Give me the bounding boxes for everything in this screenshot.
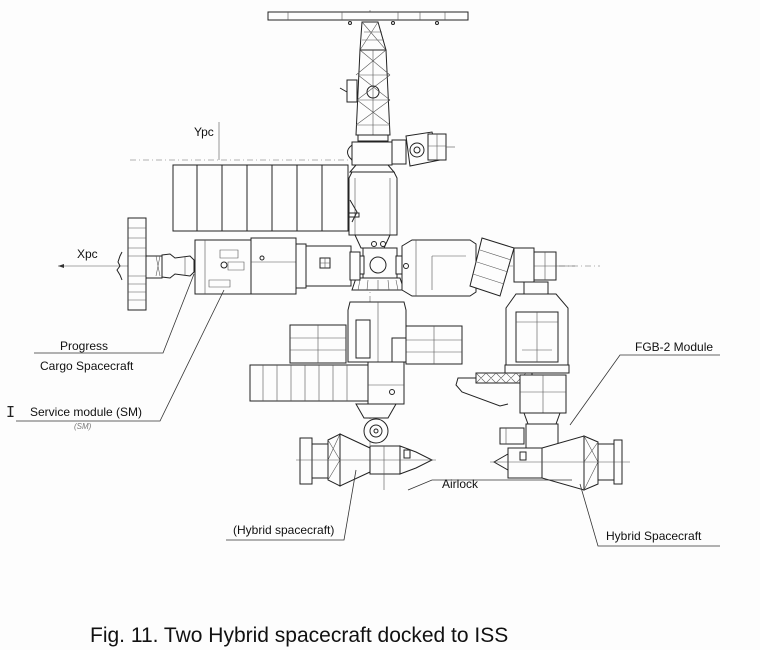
label-airlock: Airlock <box>442 477 479 491</box>
label-hybrid-spacecraft-right: Hybrid Spacecraft <box>606 529 702 543</box>
connecting-module <box>305 245 361 287</box>
soyuz-right <box>513 247 575 283</box>
hybrid-spacecraft-right <box>490 435 630 491</box>
fgb2-module <box>504 281 570 374</box>
top-solar-array <box>267 11 469 25</box>
text-cursor-icon: I <box>6 403 15 421</box>
upper-left-solar-array <box>172 164 349 232</box>
soyuz-upper-right <box>391 131 455 167</box>
lower-right-truss <box>455 372 567 449</box>
upper-vertical-module <box>348 171 398 249</box>
hybrid-spacecraft-left <box>296 433 436 490</box>
truss-tower <box>339 21 391 142</box>
x-axis-label: Xpc <box>77 247 98 261</box>
label-progress: Progress <box>60 339 108 353</box>
label-service-module-sub: (SM) <box>74 422 92 431</box>
x-axis <box>58 264 130 268</box>
label-fgb2-module: FGB-2 Module <box>635 340 713 354</box>
central-node <box>351 247 405 291</box>
tilted-solar-panel <box>469 237 515 297</box>
lower-solar-arrays <box>249 324 463 402</box>
lower-vertical-module <box>347 301 407 444</box>
progress-spacecraft <box>116 217 195 311</box>
upper-node <box>347 141 396 173</box>
figure-caption: Fig. 11. Two Hybrid spacecraft docked to… <box>90 624 508 647</box>
service-module <box>194 237 307 295</box>
label-cargo-spacecraft: Cargo Spacecraft <box>40 359 134 373</box>
right-horizontal-module <box>401 239 477 297</box>
label-service-module: Service module (SM) <box>30 405 142 419</box>
y-axis-label: Ypc <box>194 125 214 139</box>
label-hybrid-spacecraft-left: (Hybrid spacecraft) <box>233 523 334 537</box>
leader-lines <box>16 273 720 547</box>
